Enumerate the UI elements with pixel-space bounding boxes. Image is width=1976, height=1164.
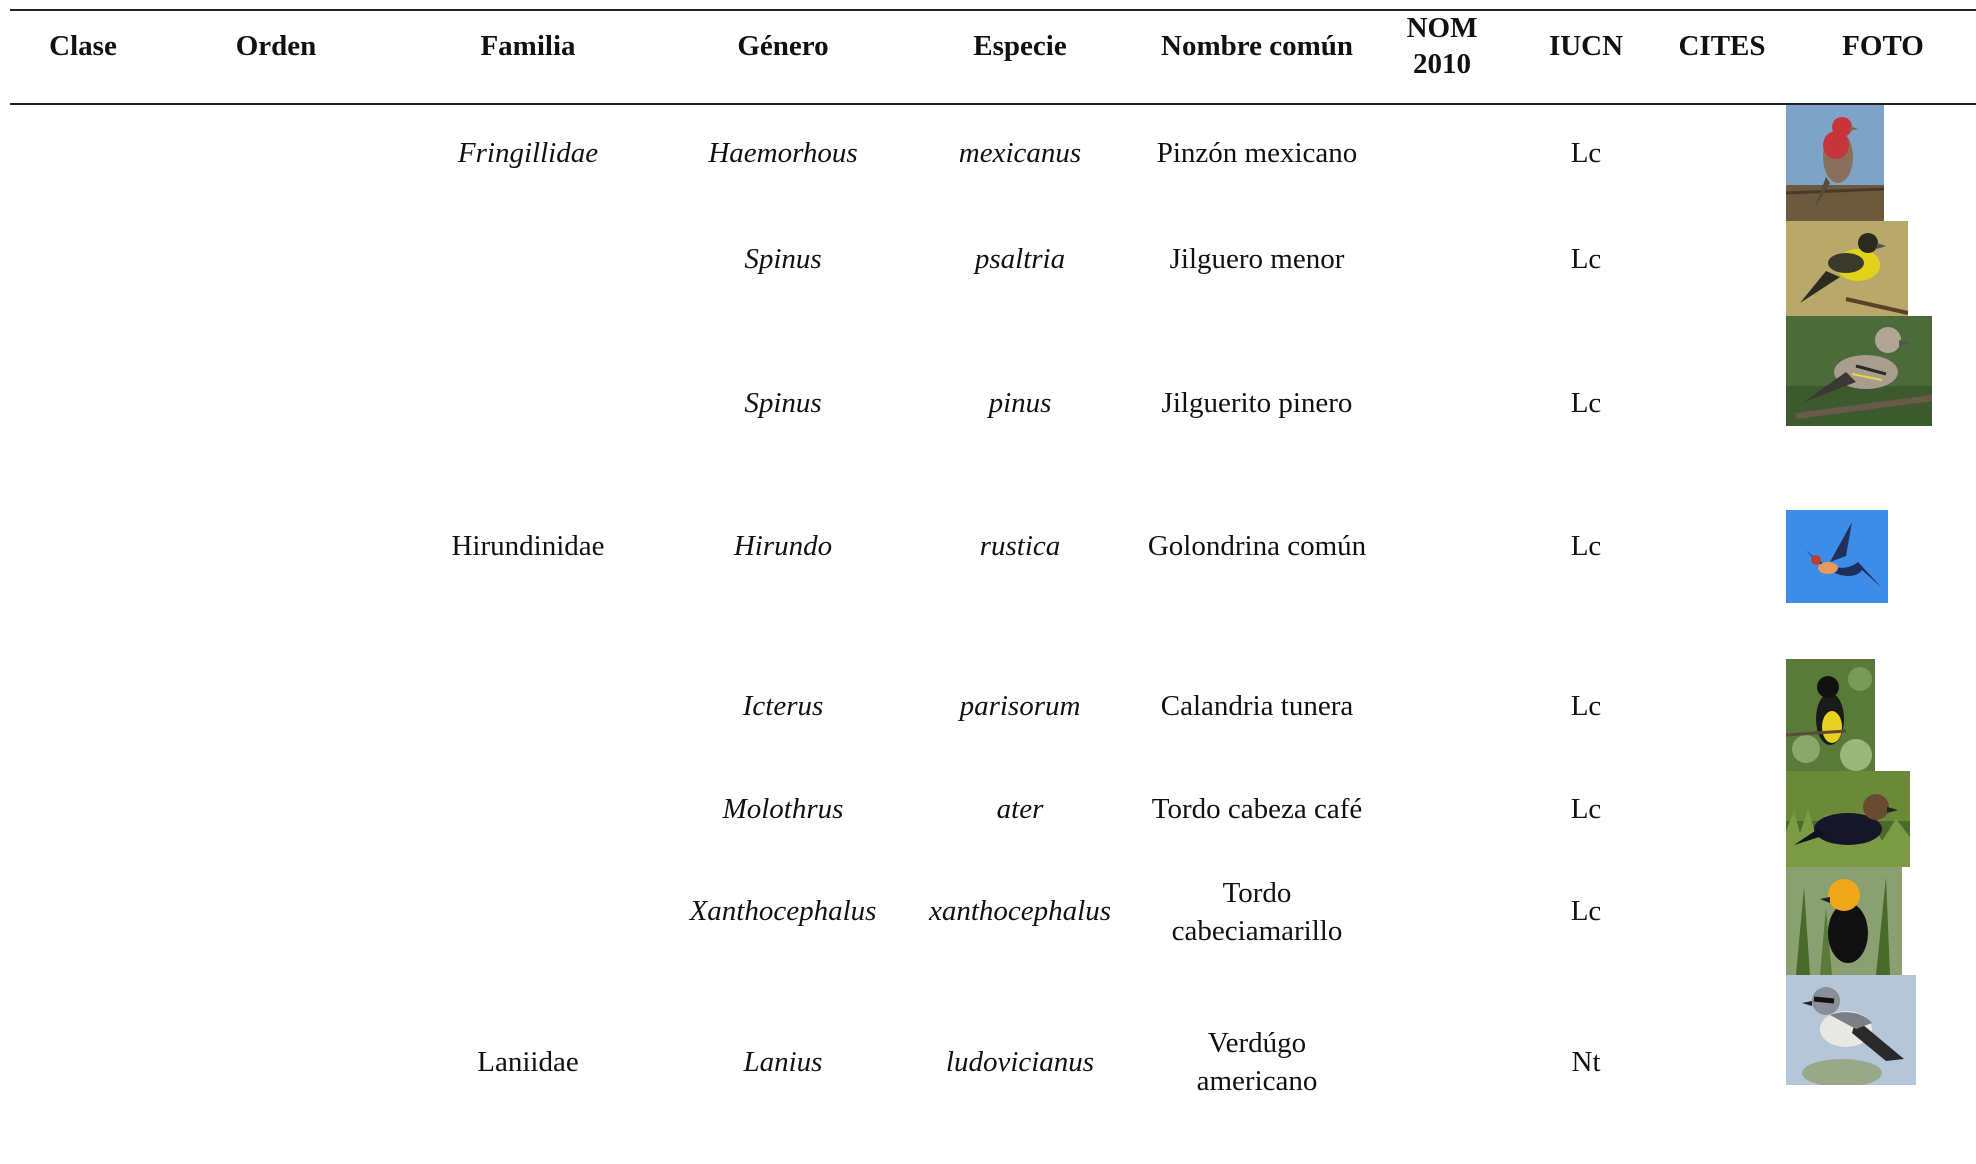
- header-nom-2010: NOM 2010: [1382, 10, 1502, 82]
- familia-cell: Laniidae: [477, 1046, 579, 1078]
- cowbird-photo: [1786, 771, 1910, 867]
- especie-cell: ludovicianus: [945, 1046, 1095, 1078]
- iucn-cell: Lc: [1570, 690, 1602, 722]
- header-top-rule: [10, 9, 1976, 11]
- scotts-oriole-photo: [1786, 659, 1875, 771]
- familia-cell: Fringillidae: [457, 137, 599, 169]
- iucn-cell: Lc: [1570, 243, 1602, 275]
- header-nombre-comun: Nombre común: [1161, 30, 1353, 62]
- genero-cell: Spinus: [744, 387, 822, 419]
- nombre-comun-line2: cabeciamarillo: [1171, 915, 1343, 947]
- nombre-comun-cell: Pinzón mexicano: [1156, 137, 1358, 169]
- header-especie: Especie: [973, 30, 1067, 62]
- especie-cell: psaltria: [974, 243, 1066, 275]
- nombre-comun-line1: Verdúgo: [1207, 1027, 1307, 1059]
- nombre-comun-line1: Tordo: [1222, 877, 1292, 909]
- iucn-cell: Nt: [1571, 1046, 1601, 1078]
- loggerhead-shrike-photo: [1786, 975, 1916, 1085]
- header-nom-line1: NOM: [1406, 12, 1478, 44]
- familia-cell: Hirundinidae: [451, 530, 605, 562]
- header-familia: Familia: [480, 30, 576, 62]
- header-iucn: IUCN: [1548, 30, 1624, 62]
- genero-cell: Spinus: [744, 243, 822, 275]
- genero-cell: Haemorhous: [708, 137, 858, 169]
- header-nom-line2: 2010: [1413, 48, 1471, 80]
- especie-cell: pinus: [988, 387, 1052, 419]
- header-bottom-rule: [10, 103, 1976, 105]
- pine-siskin-photo: [1786, 316, 1932, 426]
- especie-cell: mexicanus: [958, 137, 1082, 169]
- iucn-cell: Lc: [1570, 137, 1602, 169]
- header-genero: Género: [737, 30, 829, 62]
- nombre-comun-cell: Calandria tunera: [1160, 690, 1354, 722]
- lesser-goldfinch-photo: [1786, 221, 1908, 316]
- yellow-headed-blackbird-photo: [1786, 867, 1902, 975]
- iucn-cell: Lc: [1570, 530, 1602, 562]
- especie-cell: xanthocephalus: [928, 895, 1111, 927]
- iucn-cell: Lc: [1570, 387, 1602, 419]
- nombre-comun-cell: Tordo cabeciamarillo: [1117, 874, 1397, 950]
- barn-swallow-photo: [1786, 510, 1888, 603]
- header-foto: FOTO: [1842, 30, 1924, 62]
- especie-cell: rustica: [979, 530, 1061, 562]
- nombre-comun-cell: Tordo cabeza café: [1151, 793, 1363, 825]
- header-orden: Orden: [235, 30, 317, 62]
- especie-cell: parisorum: [959, 690, 1081, 722]
- house-finch-photo: [1786, 105, 1884, 221]
- especie-cell: ater: [996, 793, 1044, 825]
- nombre-comun-cell: Jilguerito pinero: [1161, 387, 1353, 419]
- genero-cell: Hirundo: [733, 530, 833, 562]
- nombre-comun-cell: Golondrina común: [1147, 530, 1367, 562]
- nombre-comun-cell: Jilguero menor: [1169, 243, 1345, 275]
- iucn-cell: Lc: [1570, 895, 1602, 927]
- iucn-cell: Lc: [1570, 793, 1602, 825]
- genero-cell: Xanthocephalus: [689, 895, 877, 927]
- genero-cell: Icterus: [742, 690, 824, 722]
- nombre-comun-cell: Verdúgo americano: [1117, 1024, 1397, 1100]
- nombre-comun-line2: americano: [1196, 1065, 1318, 1097]
- header-clase: Clase: [49, 30, 117, 62]
- genero-cell: Molothrus: [722, 793, 844, 825]
- genero-cell: Lanius: [743, 1046, 823, 1078]
- header-cites: CITES: [1678, 30, 1766, 62]
